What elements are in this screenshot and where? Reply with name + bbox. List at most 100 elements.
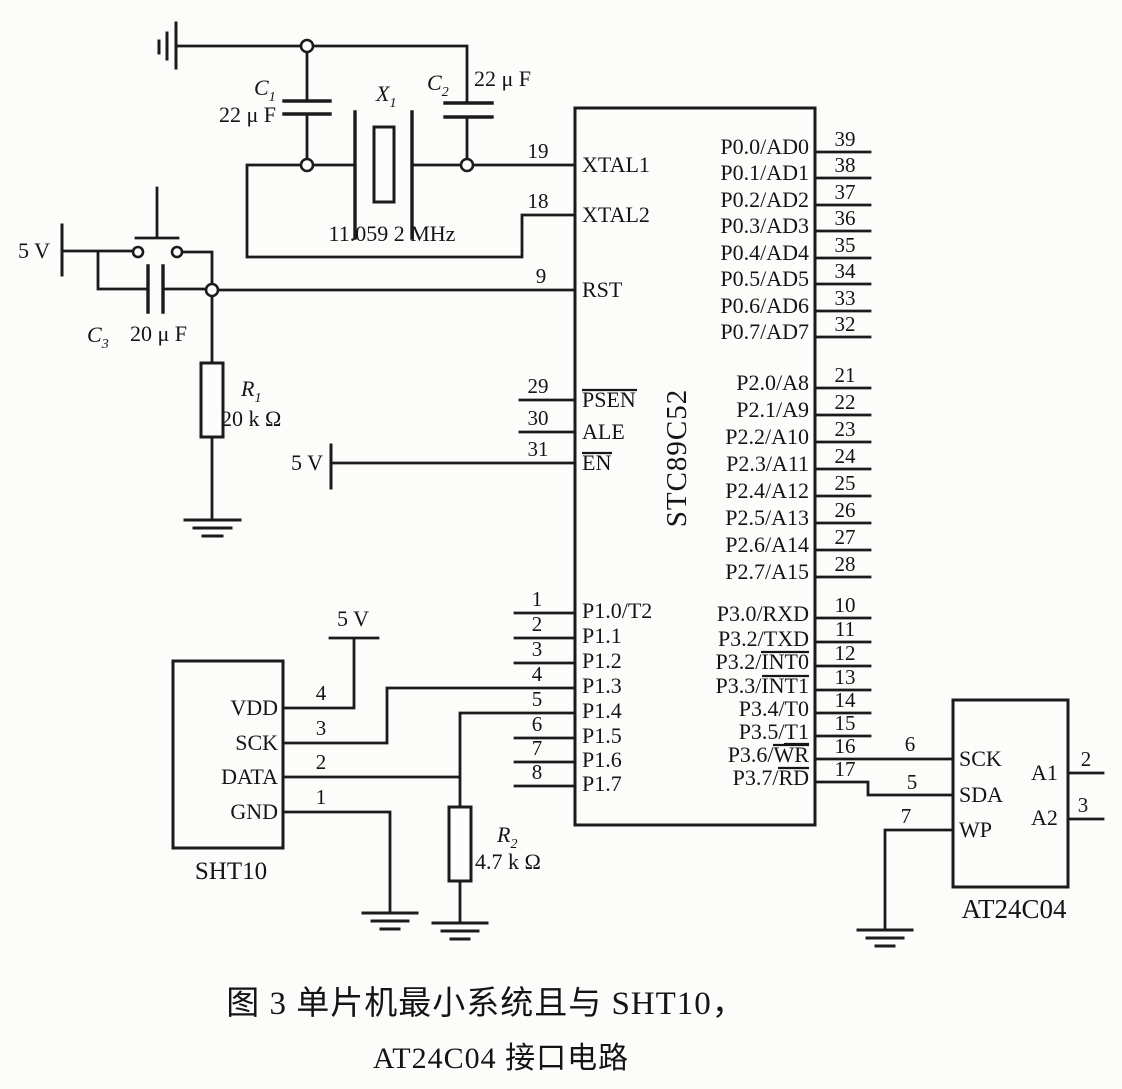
pin-number: 18 [528, 189, 549, 213]
pin-number: 2 [1081, 747, 1092, 771]
reset-section: 5 V C3 20 μ F R1 20 k Ω [18, 186, 577, 538]
pin-label-xtal1: XTAL1 [582, 152, 650, 177]
pin-label: P1.6 [582, 747, 622, 772]
pin-number: 15 [835, 711, 856, 735]
pin-label: P1.0/T2 [582, 598, 652, 623]
pin-label-a2: A2 [1031, 805, 1058, 830]
ground-symbol-sht10 [361, 911, 419, 931]
r1-value: 20 k Ω [221, 406, 281, 431]
ground-symbol-r1 [183, 518, 242, 538]
mcu-section: STC89C52 19 18 9 29 30 31 1 2 3 4 5 6 7 … [513, 106, 872, 827]
en-power-section: 5 V [291, 443, 577, 490]
pin-label-wr: P3.6/WR [728, 742, 810, 767]
pin-label-ale: ALE [582, 419, 625, 444]
pin-number: 8 [532, 760, 543, 784]
pin-number: 33 [835, 286, 856, 310]
pin-number: 30 [528, 406, 549, 430]
pin-number: 36 [835, 206, 856, 230]
mcu-left-stubs [513, 398, 577, 788]
pin-number: 1 [316, 785, 327, 809]
pin-number: 2 [532, 612, 543, 636]
eeprom-wires [813, 757, 1105, 932]
pin-number: 7 [532, 736, 543, 760]
switch-terminal [170, 245, 184, 259]
mcu-right-stubs [813, 150, 872, 738]
pin-label-xtal2: XTAL2 [582, 202, 650, 227]
r1-ref: R1 [240, 376, 261, 406]
ground-symbol-wp [856, 928, 914, 948]
ground-symbol-left [157, 21, 178, 70]
pin-label: P3.0/RXD [717, 601, 809, 626]
pin-number: 12 [835, 641, 856, 665]
pin-number: 10 [835, 593, 856, 617]
pin-label-a1: A1 [1031, 760, 1058, 785]
pin-number: 4 [532, 662, 543, 686]
pin-number: 6 [532, 712, 543, 736]
vcc-label-en: 5 V [291, 450, 323, 475]
pin-label-int0: P3.2/INT0 [715, 649, 809, 674]
c2-value: 22 μ F [474, 66, 531, 91]
pin-number: 32 [835, 312, 856, 336]
figure-caption: 图 3 单片机最小系统且与 SHT10， AT24C04 接口电路 [226, 985, 746, 1075]
pin-label: P3.4/T0 [739, 696, 809, 721]
mcu-body [573, 106, 817, 827]
pin-number: 27 [835, 525, 856, 549]
eeprom-body [951, 698, 1070, 889]
junction-node [204, 282, 220, 298]
pin-label-int1: P3.3/INT1 [715, 673, 809, 698]
c1-value: 22 μ F [219, 102, 276, 127]
pin-label: P2.4/A12 [725, 478, 809, 503]
crystal-plates [353, 110, 414, 240]
pin-number: 31 [528, 437, 549, 461]
pin-label-sda: SDA [959, 782, 1003, 807]
pin-label: P0.3/AD3 [720, 213, 809, 238]
capacitor-c3-plates [146, 264, 165, 314]
pin-number: 14 [835, 688, 857, 712]
pin-label-rst: RST [582, 277, 623, 302]
pin-number: 34 [835, 259, 857, 283]
pin-number: 37 [835, 180, 856, 204]
pin-number: 23 [835, 417, 856, 441]
pin-label: P1.4 [582, 698, 622, 723]
pin-label: P2.1/A9 [736, 397, 809, 422]
vcc-label-reset: 5 V [18, 238, 50, 263]
pin-number: 38 [835, 153, 856, 177]
pin-label-gnd: GND [230, 799, 278, 824]
pin-label: P1.7 [582, 771, 622, 796]
pin-number: 39 [835, 127, 856, 151]
pin-label: P0.6/AD6 [720, 293, 809, 318]
pin-label-psen: PSEN [582, 387, 636, 412]
switch-terminal [131, 245, 145, 259]
c2-ref: C2 [427, 70, 449, 100]
pin-label-data: DATA [221, 764, 278, 789]
pin-label: P2.7/A15 [725, 559, 809, 584]
pin-label: P1.2 [582, 648, 622, 673]
pin-number: 17 [835, 757, 856, 781]
sht10-wires [281, 636, 577, 925]
pin-label: P0.5/AD5 [720, 266, 809, 291]
pin-label-rd: P3.7/RD [733, 765, 809, 790]
crystal-body [372, 125, 396, 204]
vcc-label-sht10: 5 V [337, 606, 369, 631]
pin-number: 28 [835, 552, 856, 576]
caption-line-1: 图 3 单片机最小系统且与 SHT10， [226, 985, 746, 1022]
pin-number: 16 [835, 734, 856, 758]
junction-node [299, 157, 315, 173]
pin-number: 13 [835, 665, 856, 689]
pin-label: P0.1/AD1 [720, 160, 809, 185]
sht10-name: SHT10 [195, 858, 267, 885]
pin-overlines [582, 388, 809, 770]
sht10-body [171, 659, 285, 850]
pin-number: 24 [835, 444, 857, 468]
pin-label: P2.5/A13 [725, 505, 809, 530]
pin-number: 5 [907, 770, 918, 794]
sht10-section: 5 V VDD SCK DATA GND 4 3 2 1 SHT10 R2 4.… [171, 606, 577, 941]
x1-ref: X1 [375, 81, 396, 111]
eeprom-name: AT24C04 [961, 894, 1067, 924]
reset-wires [60, 249, 577, 522]
pin-number: 29 [528, 374, 549, 398]
pin-number: 7 [901, 804, 912, 828]
pin-number: 26 [835, 498, 856, 522]
pin-label: P3.2/TXD [718, 626, 809, 651]
c1-ref: C1 [254, 75, 276, 105]
